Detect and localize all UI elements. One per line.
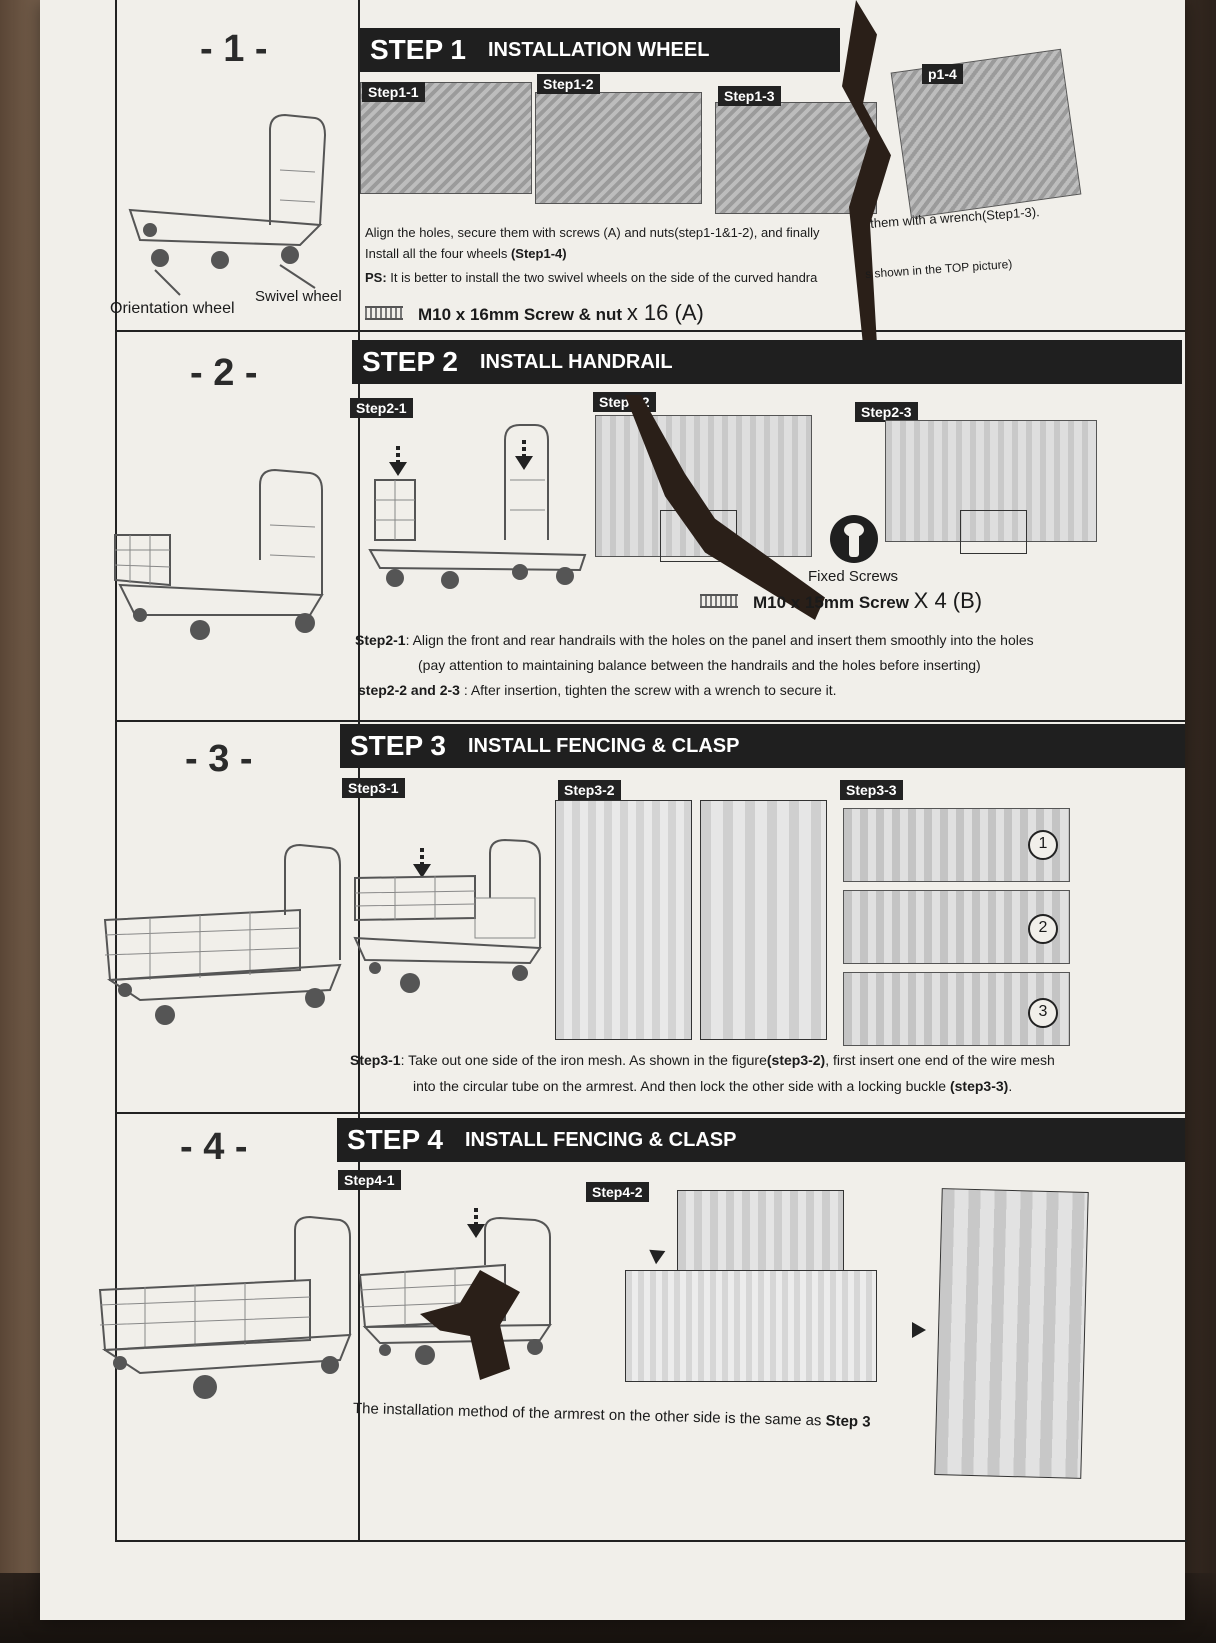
right-arrow-icon [912,1322,926,1338]
down-arrow-head-icon [413,864,431,878]
column-divider [358,0,360,1540]
step1-header: STEP 1 INSTALLATION WHEEL [360,28,840,72]
step3-title: INSTALL FENCING & CLASP [467,734,740,757]
step3-desc2-text: into the circular tube on the armrest. A… [413,1078,950,1094]
step2-1-tag: Step2-1 [350,398,413,418]
down-arrow-icon [474,1208,478,1224]
instruction-sheet: - 1 - - 2 - - 3 - - 4 - Orientation whee… [40,0,1187,1620]
step1-label: STEP 1 [370,34,466,65]
section-divider-2 [115,720,1185,722]
down-arrow-icon [522,440,526,456]
step1-line2-text: Install all the four wheels [365,246,511,261]
sheet-frame [115,0,1187,1542]
step1-1-tag: Step1-1 [362,82,425,102]
down-arrow-icon [396,446,400,462]
wrench-icon [830,515,878,563]
down-arrow-icon [420,848,424,864]
down-arrow-head-icon [467,1224,485,1238]
step1-ps-text: It is better to install the two swivel w… [390,270,818,285]
step2-3-tag: Step2-3 [855,402,918,422]
step3-desc2-ref: (step3-3) [949,1078,1009,1094]
step4-1-tag: Step4-1 [338,1170,401,1190]
step1-ps-note: PS: It is better to install the two swiv… [365,270,817,285]
cart-illustration-1 [128,113,327,296]
step1-line2-ref: (Step1-4) [510,246,567,261]
step3-3-figure-3 [843,972,1070,1046]
step1-ps-label: PS: [365,270,387,285]
step2-desc-line1: Step2-1: Align the front and rear handra… [355,632,1034,648]
step1-instruction-line2: Install all the four wheels (Step1-4) [365,246,567,261]
step4-2-tag: Step4-2 [586,1182,649,1202]
step4-desc-ref: Step 3 [825,1412,871,1431]
down-arrow-head-icon [515,456,533,470]
step2-header: STEP 2 INSTALL HANDRAIL [352,340,1182,384]
step4-header: STEP 4 INSTALL FENCING & CLASP [337,1118,1185,1162]
swivel-wheel-label: Swivel wheel [255,288,342,305]
step4-2-cart-figure [625,1270,877,1382]
section-number-1: - 1 - [200,28,268,70]
step2-desc1-ref: Step2-1 [355,632,406,648]
step1-instruction-line1: Align the holes, secure them with screws… [365,225,820,240]
section-divider-3 [115,1112,1185,1114]
step2-3-photo [885,420,1097,542]
step1-parts-text: M10 x 16mm Screw & nut [418,305,623,324]
cart-illustration-4 [98,1215,352,1399]
step4-label: STEP 4 [347,1124,443,1155]
step2-parts-text: M10 x 15mm Screw [753,593,909,612]
section-divider-1 [115,330,1185,332]
step4-1-illustration [358,1216,552,1365]
step1-title: INSTALLATION WHEEL [487,38,710,61]
screw-icon [365,306,403,320]
step2-desc-line2: (pay attention to maintaining balance be… [418,657,981,673]
down-arrow-head-icon [389,462,407,476]
step1-4-photo [890,48,1082,219]
step1-3-photo [715,102,877,214]
callout-circle-3: 3 [1028,998,1058,1028]
orientation-wheel-label: Orientation wheel [110,300,235,317]
step1-2-photo [535,92,702,204]
step1-qty: x 16 (A) [626,300,704,325]
step1-4-tag: p1-4 [922,64,963,84]
step2-desc-line3: step2-2 and 2-3 : After insertion, tight… [358,682,837,698]
cart-illustration-2 [114,468,324,640]
step2-3-callout [960,510,1027,554]
step3-2-tag: Step3-2 [558,780,621,800]
step3-2-figure-b [700,800,827,1040]
step1-parts: M10 x 16mm Screw & nut x 16 (A) [418,300,704,326]
step1-2-tag: Step1-2 [537,74,600,94]
step3-desc2-tail: . [1008,1078,1013,1094]
callout-circle-1: 1 [1028,830,1058,860]
step3-desc1-ref2: (step3-2) [766,1052,826,1068]
step1-3-tag: Step1-3 [718,86,781,106]
step3-desc1-ref: Step3-1 [350,1052,401,1068]
screw-icon [700,594,738,608]
callout-circle-2: 2 [1028,914,1058,944]
step2-parts: M10 x 15mm Screw X 4 (B) [753,588,982,614]
step2-qty: X 4 (B) [913,588,983,613]
step4-2-detail [677,1190,844,1277]
step2-title: INSTALL HANDRAIL [479,350,673,373]
step2-1-illustration [368,424,587,589]
step3-desc1-text: : Take out one side of the iron mesh. As… [400,1052,767,1068]
step2-desc3-ref: step2-2 and 2-3 [358,682,460,698]
section-number-2: - 2 - [190,352,258,394]
step2-label: STEP 2 [362,346,458,377]
step4-title: INSTALL FENCING & CLASP [464,1128,737,1151]
step2-desc3-text: : After insertion, tighten the screw wit… [459,682,837,698]
section-number-4: - 4 - [180,1126,248,1168]
step3-1-illustration [353,838,542,993]
step3-label: STEP 3 [350,730,446,761]
step3-header: STEP 3 INSTALL FENCING & CLASP [340,724,1185,768]
cart-illustration-3 [103,843,342,1025]
section-number-3: - 3 - [185,738,253,780]
step2-desc1-text: : Align the front and rear handrails wit… [405,632,1034,648]
step3-desc1-tail: , first insert one end of the wire mesh [825,1052,1055,1068]
step3-desc-line2: into the circular tube on the armrest. A… [413,1078,1012,1094]
step3-1-tag: Step3-1 [342,778,405,798]
step3-desc-line1: Step3-1: Take out one side of the iron m… [350,1052,1055,1068]
step3-3-tag: Step3-3 [840,780,903,800]
fixed-screws-label: Fixed Screws [808,568,899,585]
step3-2-figure-a [555,800,692,1040]
step4-2-closeup [934,1188,1089,1479]
